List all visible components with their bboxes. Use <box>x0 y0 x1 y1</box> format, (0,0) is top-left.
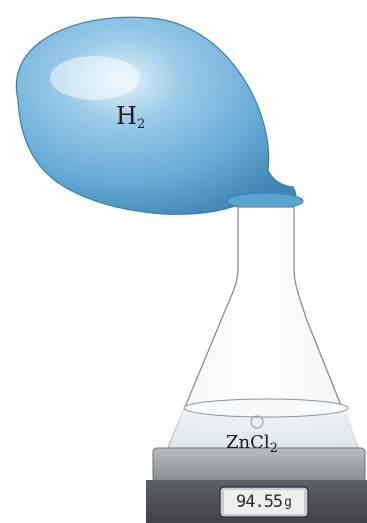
solution-label: ZnCl2 <box>226 432 278 456</box>
solution-symbol: ZnCl <box>226 432 270 453</box>
balloon-gas-label: H2 <box>116 104 145 131</box>
digital-balance <box>146 447 367 523</box>
gas-subscript: 2 <box>136 117 146 132</box>
balloon-highlight <box>50 56 140 100</box>
liquid-surface <box>183 398 349 418</box>
gas-symbol: H <box>116 102 137 130</box>
scale-unit: g <box>284 494 292 510</box>
erlenmeyer-flask <box>164 206 361 471</box>
solution-subscript: 2 <box>269 441 278 456</box>
scale-value: 94.55 <box>235 492 283 512</box>
hydrogen-balloon <box>15 16 304 215</box>
balloon-body <box>15 16 297 215</box>
balance-display-screen <box>224 490 304 514</box>
